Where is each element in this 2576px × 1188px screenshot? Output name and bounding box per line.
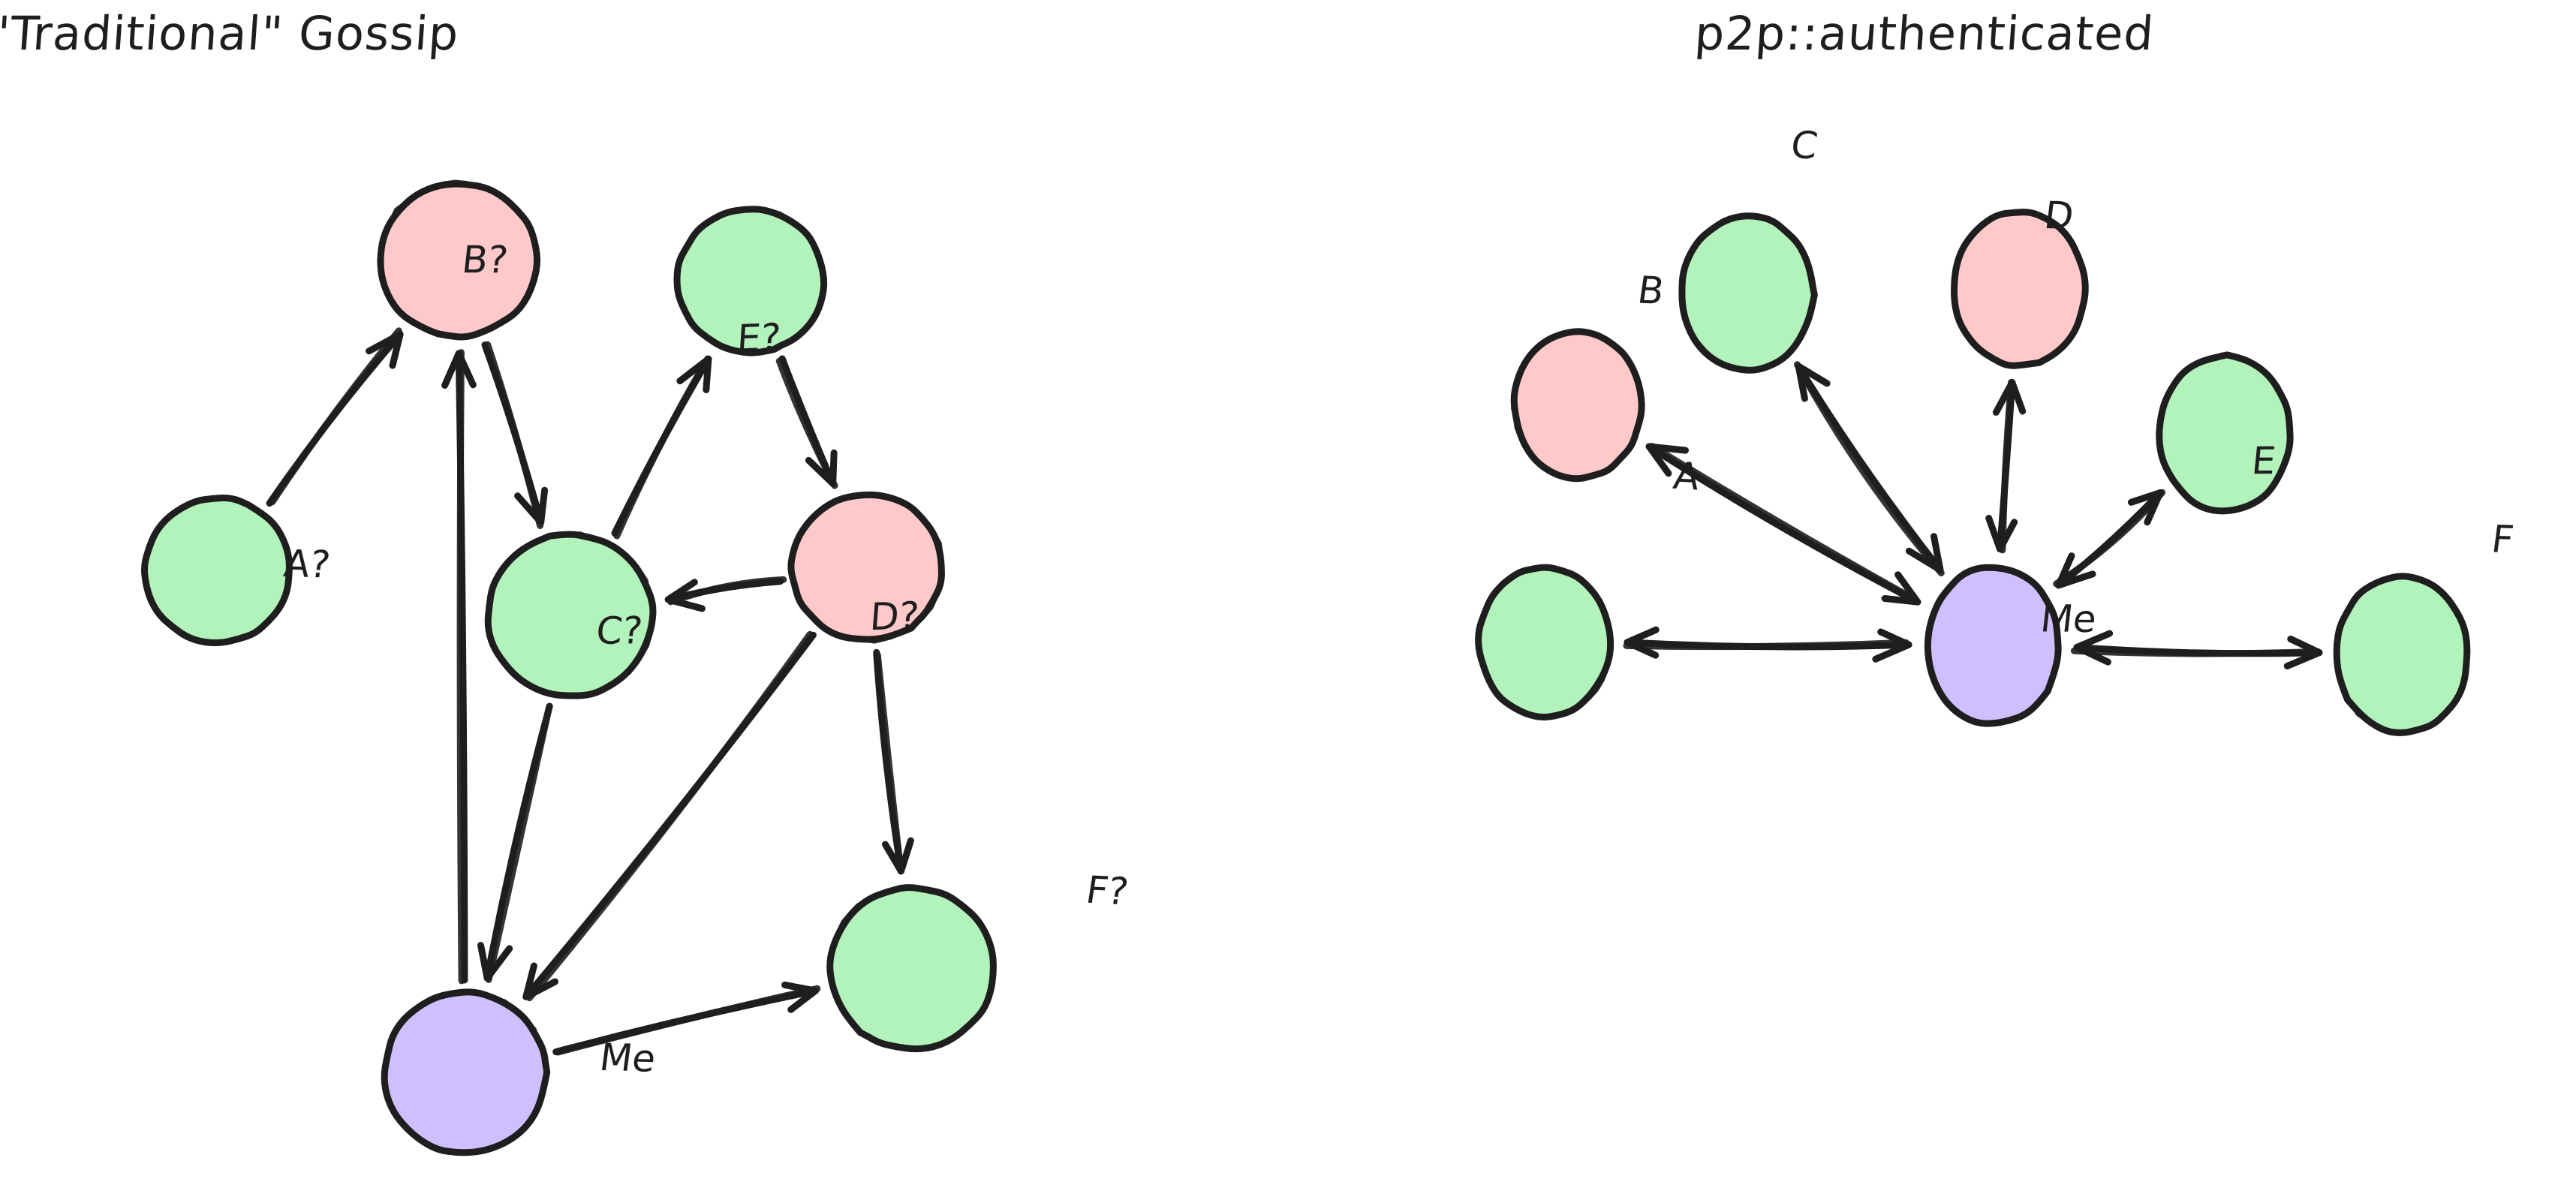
node-shape[interactable] (787, 491, 945, 643)
node-shape[interactable] (141, 494, 293, 647)
node-shape[interactable] (2333, 573, 2471, 736)
node-traditional-C[interactable]: C? (484, 531, 657, 699)
edge-shaft-sketch (2070, 647, 2322, 657)
node-shape[interactable] (673, 206, 828, 356)
node-shape[interactable] (484, 531, 657, 699)
node-shape[interactable] (381, 988, 551, 1156)
node-shape[interactable] (1924, 564, 2062, 727)
node-shape[interactable] (377, 180, 540, 341)
panel-title-traditional: "Traditional" Gossip (0, 6, 461, 61)
edge-shaft-sketch (525, 630, 814, 1002)
panel-title-p2p: p2p::authenticated (1693, 6, 2156, 61)
edge-shaft-sketch (456, 349, 465, 985)
node-shape[interactable] (1951, 209, 2089, 369)
node-shape[interactable] (1678, 212, 1818, 374)
node-shape[interactable] (2156, 351, 2294, 515)
node-shape[interactable] (1475, 564, 1615, 720)
node-shape[interactable] (1510, 328, 1645, 483)
node-shape[interactable] (826, 884, 997, 1053)
edge-shaft-sketch (1623, 639, 1909, 651)
node-traditional-D[interactable]: D? (787, 491, 945, 644)
node-traditional-B[interactable]: B? (377, 179, 540, 341)
node-p2p-E[interactable]: E (2156, 351, 2294, 515)
edges-layer (266, 327, 2323, 1056)
